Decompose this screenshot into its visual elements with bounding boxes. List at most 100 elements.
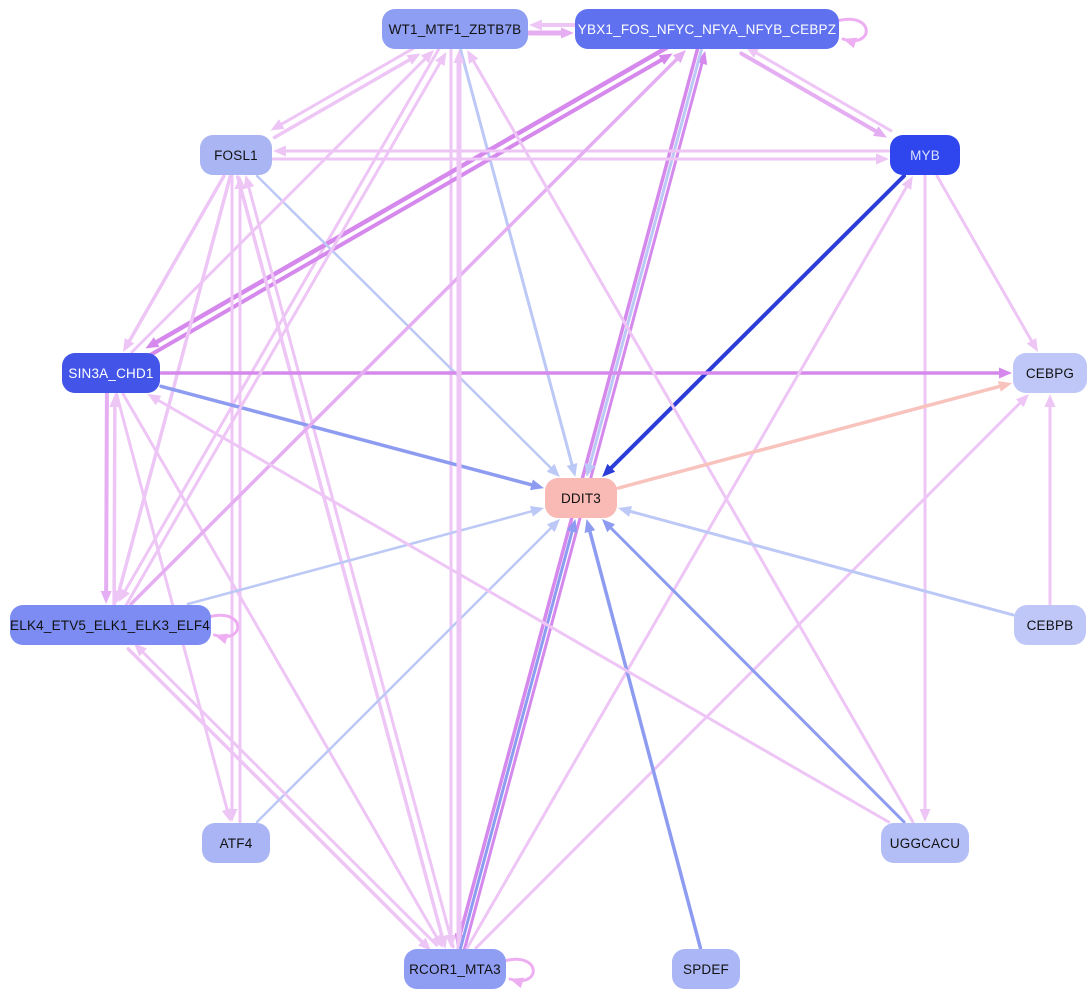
- node-label: CEBPG: [1025, 365, 1075, 381]
- node-SPDEF[interactable]: SPDEF: [672, 949, 740, 989]
- edge-FOSL1-ELK4: [116, 174, 233, 598]
- node-SIN3A[interactable]: SIN3A_CHD1: [62, 353, 160, 393]
- node-MYB[interactable]: MYB: [890, 135, 960, 175]
- edge-arrowhead: [546, 463, 560, 477]
- node-FOSL1[interactable]: FOSL1: [200, 135, 272, 175]
- edge-arrowhead: [109, 394, 121, 408]
- edge-SIN3A-ELK4: [104, 391, 109, 597]
- edge-arrowhead: [453, 50, 465, 63]
- node-DDIT3[interactable]: DDIT3: [545, 478, 617, 518]
- node-CEBPB[interactable]: CEBPB: [1014, 605, 1086, 645]
- edge-RCOR1-MYB: [465, 182, 910, 950]
- edge-WT1-FOSL1: [276, 45, 419, 128]
- edge-arrowhead: [270, 119, 285, 131]
- edge-arrowhead: [1026, 337, 1038, 352]
- edge-arrowhead: [118, 587, 130, 602]
- edge-ELK4-SIN3A: [112, 401, 117, 606]
- node-UGGCACU[interactable]: UGGCACU: [881, 823, 969, 863]
- edge-arrowhead: [435, 52, 447, 67]
- edge-arrowhead: [566, 463, 578, 477]
- edge-arrowhead: [602, 463, 616, 477]
- edge-arrowhead: [406, 53, 421, 65]
- edge-ELK4-RCOR1: [126, 647, 427, 947]
- node-ELK4[interactable]: ELK4_ETV5_ELK1_ELK3_ELF4: [9, 605, 211, 645]
- self-loop-edge: [502, 957, 535, 983]
- edge-SIN3A-ATF4: [115, 392, 230, 815]
- edge-RCOR1-FOSL1: [246, 182, 455, 949]
- edge-arrowhead: [601, 519, 616, 533]
- node-label: YBX1_FOS_NFYC_NFYA_NFYB_CEBPZ: [577, 21, 837, 37]
- edge-ELK4-YBX1: [129, 54, 682, 606]
- edge-arrowhead: [872, 126, 887, 138]
- node-label: FOSL1: [214, 147, 258, 163]
- edge-arrowhead: [510, 977, 525, 989]
- edge-arrowhead: [113, 590, 125, 604]
- edge-WT1-DDIT3: [459, 48, 575, 470]
- edge-RCOR1-CEBPG: [474, 398, 1025, 950]
- edge-FOSL1-RCOR1: [236, 175, 445, 943]
- node-ATF4[interactable]: ATF4: [202, 823, 270, 863]
- edge-CEBPB-DDIT3: [625, 508, 1015, 617]
- edge-SIN3A-YBX1: [147, 55, 667, 358]
- edge-arrowhead: [418, 937, 432, 951]
- edge-FOSL1-DDIT3: [255, 174, 555, 472]
- edge-arrowhead: [100, 590, 112, 604]
- edge-arrowhead: [999, 367, 1012, 379]
- node-label: MYB: [910, 147, 940, 163]
- edge-ATF4-DDIT3: [255, 524, 555, 824]
- node-RCOR1[interactable]: RCOR1_MTA3: [404, 949, 506, 989]
- edge-arrowhead: [745, 46, 760, 58]
- node-label: CEBPB: [1026, 617, 1074, 633]
- edge-YBX1-DDIT3: [587, 48, 703, 470]
- edge-SIN3A-WT1: [130, 54, 430, 354]
- self-loop-edge: [835, 17, 868, 43]
- node-YBX1[interactable]: YBX1_FOS_NFYC_NFYA_NFYB_CEBPZ: [575, 9, 839, 49]
- edge-DDIT3-CEBPG: [616, 383, 1006, 490]
- node-CEBPG[interactable]: CEBPG: [1013, 353, 1087, 393]
- node-WT1[interactable]: WT1_MTF1_ZBTB7B: [382, 9, 528, 49]
- edge-FOSL1-WT1: [272, 56, 415, 140]
- node-label: DDIT3: [560, 490, 601, 506]
- edge-UGGCACU-SIN3A: [153, 397, 891, 824]
- edge-arrowhead: [145, 337, 160, 349]
- edge-arrowhead: [672, 50, 686, 64]
- edge-arrowhead: [658, 53, 673, 65]
- edge-arrowhead: [584, 463, 596, 477]
- node-label: SPDEF: [682, 961, 729, 977]
- edge-arrowhead: [420, 50, 434, 64]
- edge-arrowhead: [546, 519, 560, 533]
- edge-RCOR1-ELK4: [138, 648, 439, 947]
- edge-arrowhead: [530, 479, 544, 491]
- edge-MYB-YBX1: [751, 49, 893, 133]
- edge-arrowhead: [919, 809, 931, 822]
- edge-ELK4-WT1: [124, 58, 444, 608]
- edge-arrowhead: [876, 153, 889, 165]
- edge-SIN3A-RCOR1: [121, 392, 440, 942]
- edge-SPDEF-DDIT3: [587, 525, 703, 950]
- edge-arrowhead: [431, 933, 443, 948]
- edge-MYB-CEBPG: [935, 174, 1035, 346]
- edge-arrowhead: [529, 19, 542, 31]
- edge-arrowhead: [618, 506, 632, 517]
- edge-arrowhead: [566, 519, 578, 533]
- edge-arrowhead: [123, 337, 135, 352]
- edge-arrowhead: [133, 643, 147, 657]
- edge-arrowhead: [1015, 394, 1030, 408]
- node-label: WT1_MTF1_ZBTB7B: [388, 21, 522, 37]
- edge-FOSL1-SIN3A: [125, 174, 226, 346]
- edge-MYB-DDIT3: [606, 174, 906, 473]
- node-label: ELK4_ETV5_ELK1_ELK3_ELF4: [10, 617, 210, 633]
- edge-arrowhead: [214, 633, 229, 645]
- edge-arrowhead: [530, 506, 544, 517]
- node-label: SIN3A_CHD1: [68, 365, 154, 381]
- edge-YBX1-SIN3A: [150, 44, 671, 347]
- edge-RCOR1-DDIT3: [459, 526, 575, 950]
- edge-UGGCACU-WT1: [470, 56, 915, 824]
- edge-arrowhead: [998, 381, 1012, 392]
- edge-arrowhead: [273, 145, 286, 157]
- edge-YBX1-MYB: [739, 51, 882, 136]
- edge-arrowhead: [221, 808, 233, 822]
- node-label: RCOR1_MTA3: [409, 961, 501, 977]
